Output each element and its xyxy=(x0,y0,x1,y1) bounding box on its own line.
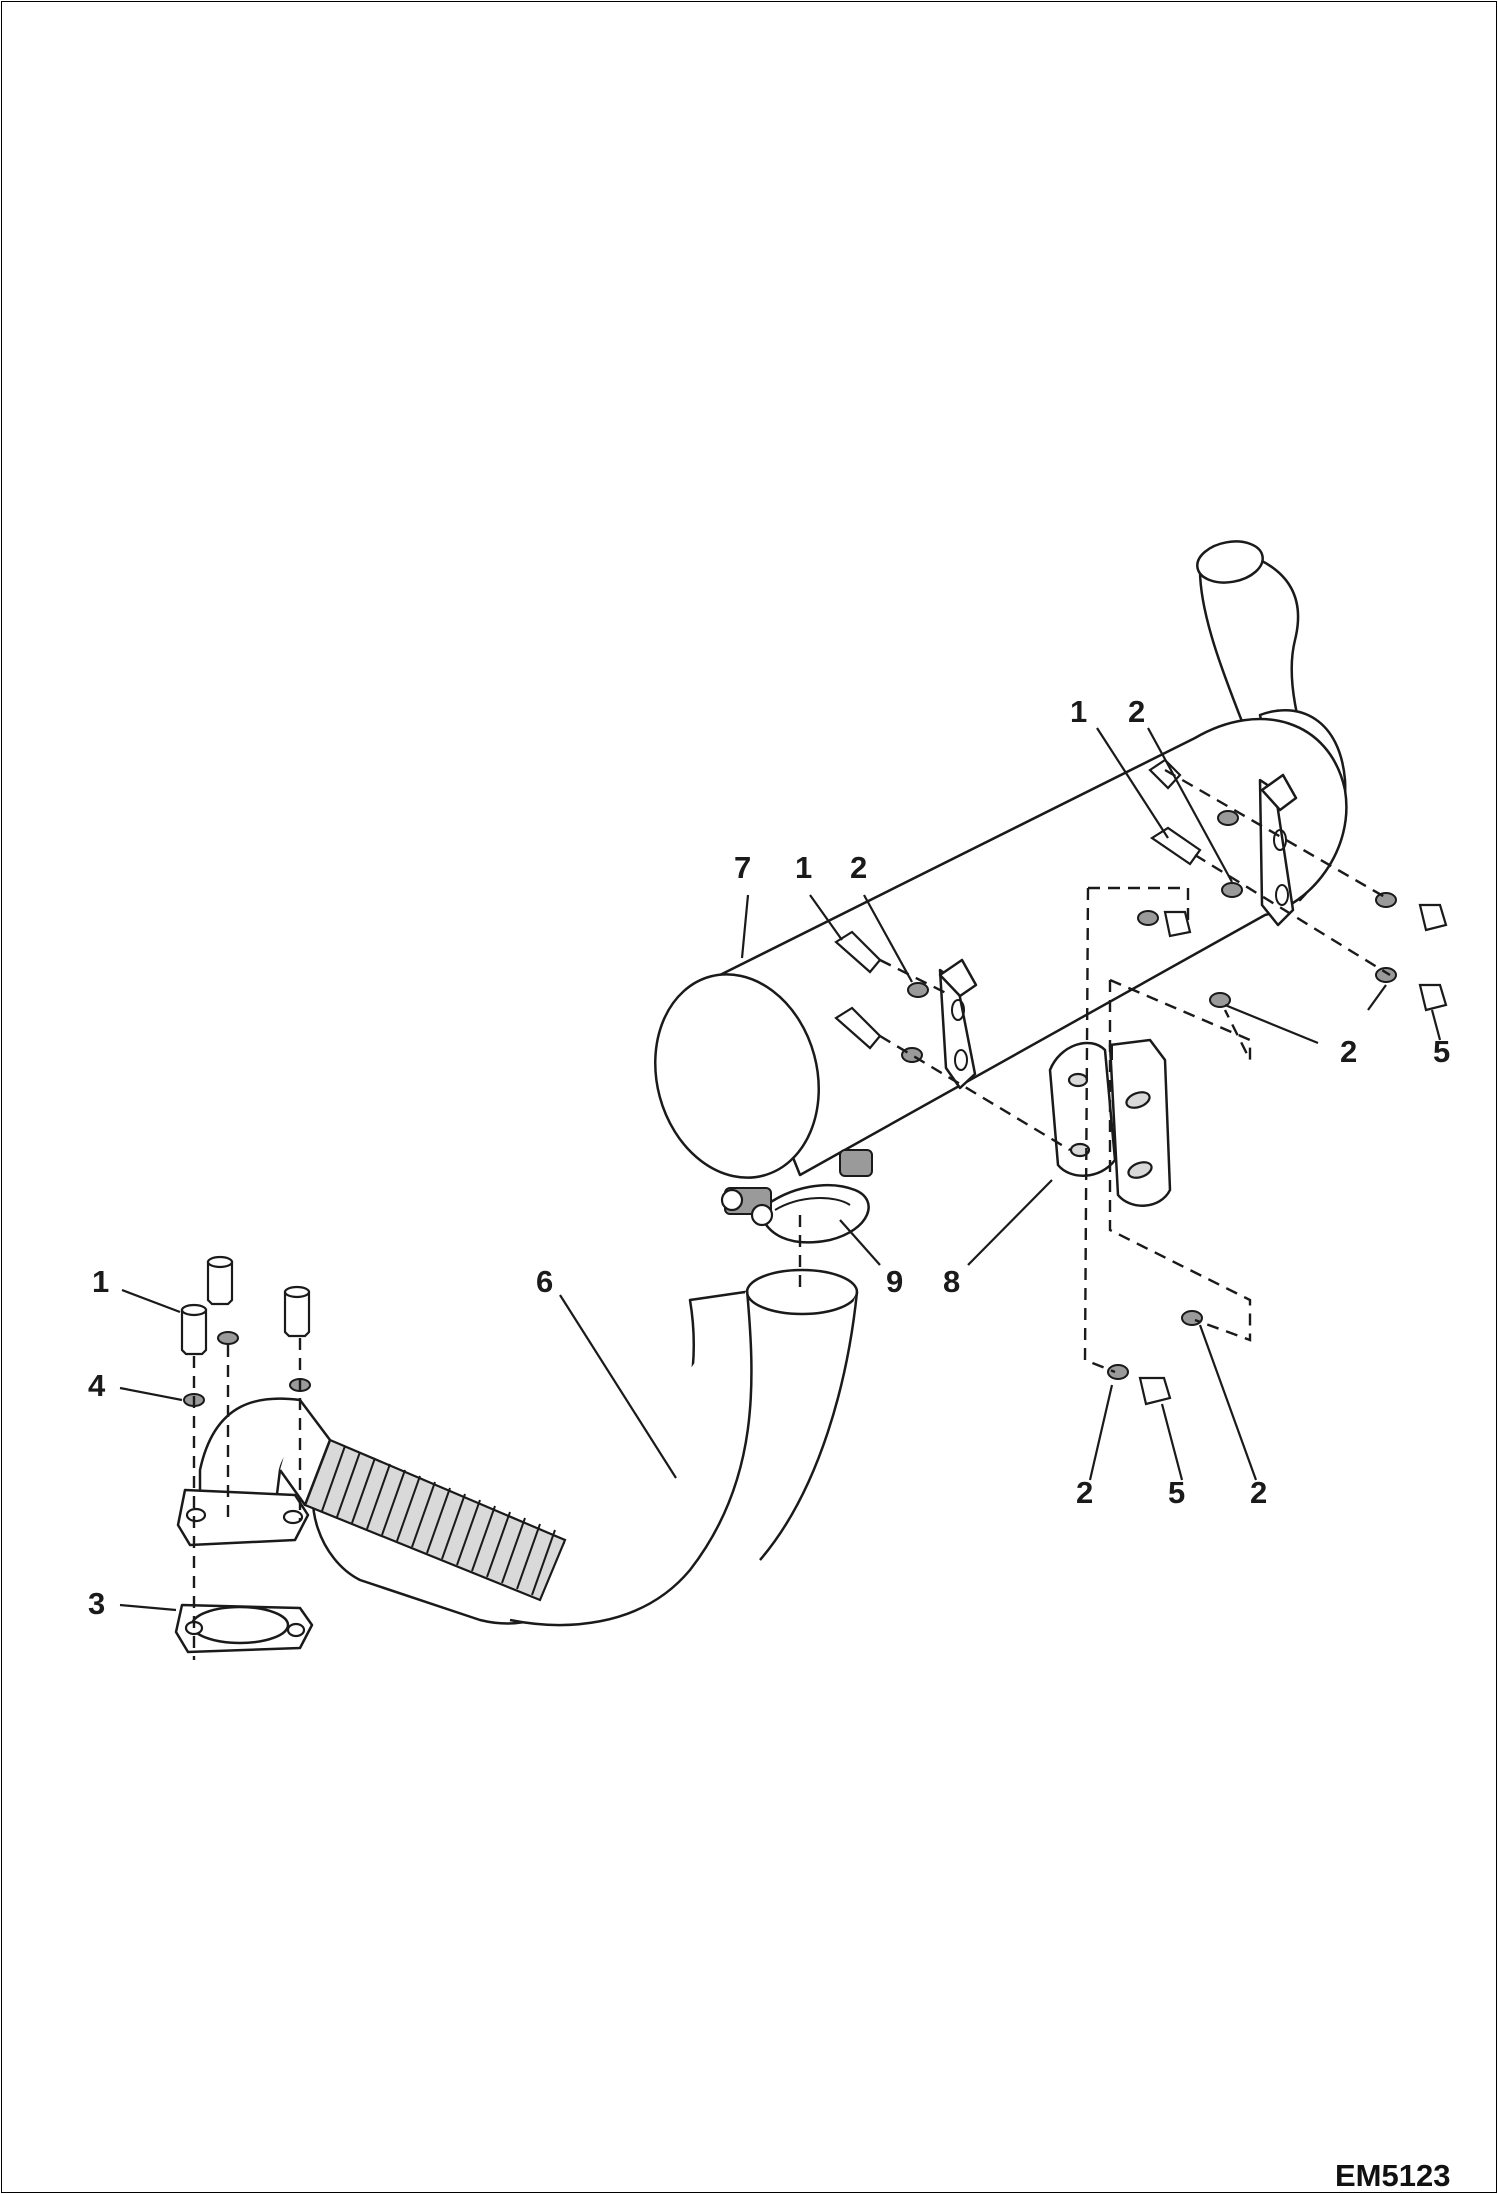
callout-bolt-mid: 1 xyxy=(795,850,812,885)
callout-labels: 1 2 7 1 2 2 5 9 8 1 6 4 3 2 5 2 xyxy=(88,694,1450,1621)
clamp xyxy=(720,1149,873,1244)
muffler-strap-front xyxy=(938,958,978,1090)
callout-bolt-flange: 1 xyxy=(92,1264,109,1299)
exhaust-pipe xyxy=(198,1268,859,1627)
callout-bracket: 8 xyxy=(943,1264,960,1299)
callout-washer-mid: 2 xyxy=(850,850,867,885)
drawing-code: EM5123 xyxy=(1335,2158,1450,2193)
gasket xyxy=(174,1603,314,1654)
pipe-flange xyxy=(176,1488,310,1547)
assembly-paths xyxy=(798,768,1391,1374)
muffler-hardware xyxy=(834,758,1448,1406)
leader-lines xyxy=(119,727,1442,1612)
callout-muffler: 7 xyxy=(734,850,751,885)
callout-nut-bottom: 5 xyxy=(1168,1475,1185,1510)
callout-lock-washer: 4 xyxy=(88,1368,106,1403)
callout-washer-bottom-a: 2 xyxy=(1076,1475,1093,1510)
bracket xyxy=(1048,1038,1172,1207)
callout-washer-top: 2 xyxy=(1128,694,1145,729)
callout-exhaust-pipe: 6 xyxy=(536,1264,553,1299)
callout-gasket: 3 xyxy=(88,1586,105,1621)
callout-bolt-top: 1 xyxy=(1070,694,1087,729)
callout-clamp: 9 xyxy=(886,1264,903,1299)
callout-washer-right: 2 xyxy=(1340,1034,1357,1069)
callout-nut-right: 5 xyxy=(1433,1034,1450,1069)
flange-hardware xyxy=(180,1255,311,1660)
muffler-strap-rear xyxy=(1258,773,1298,927)
muffler xyxy=(654,717,1348,1179)
callout-washer-bottom-b: 2 xyxy=(1250,1475,1267,1510)
